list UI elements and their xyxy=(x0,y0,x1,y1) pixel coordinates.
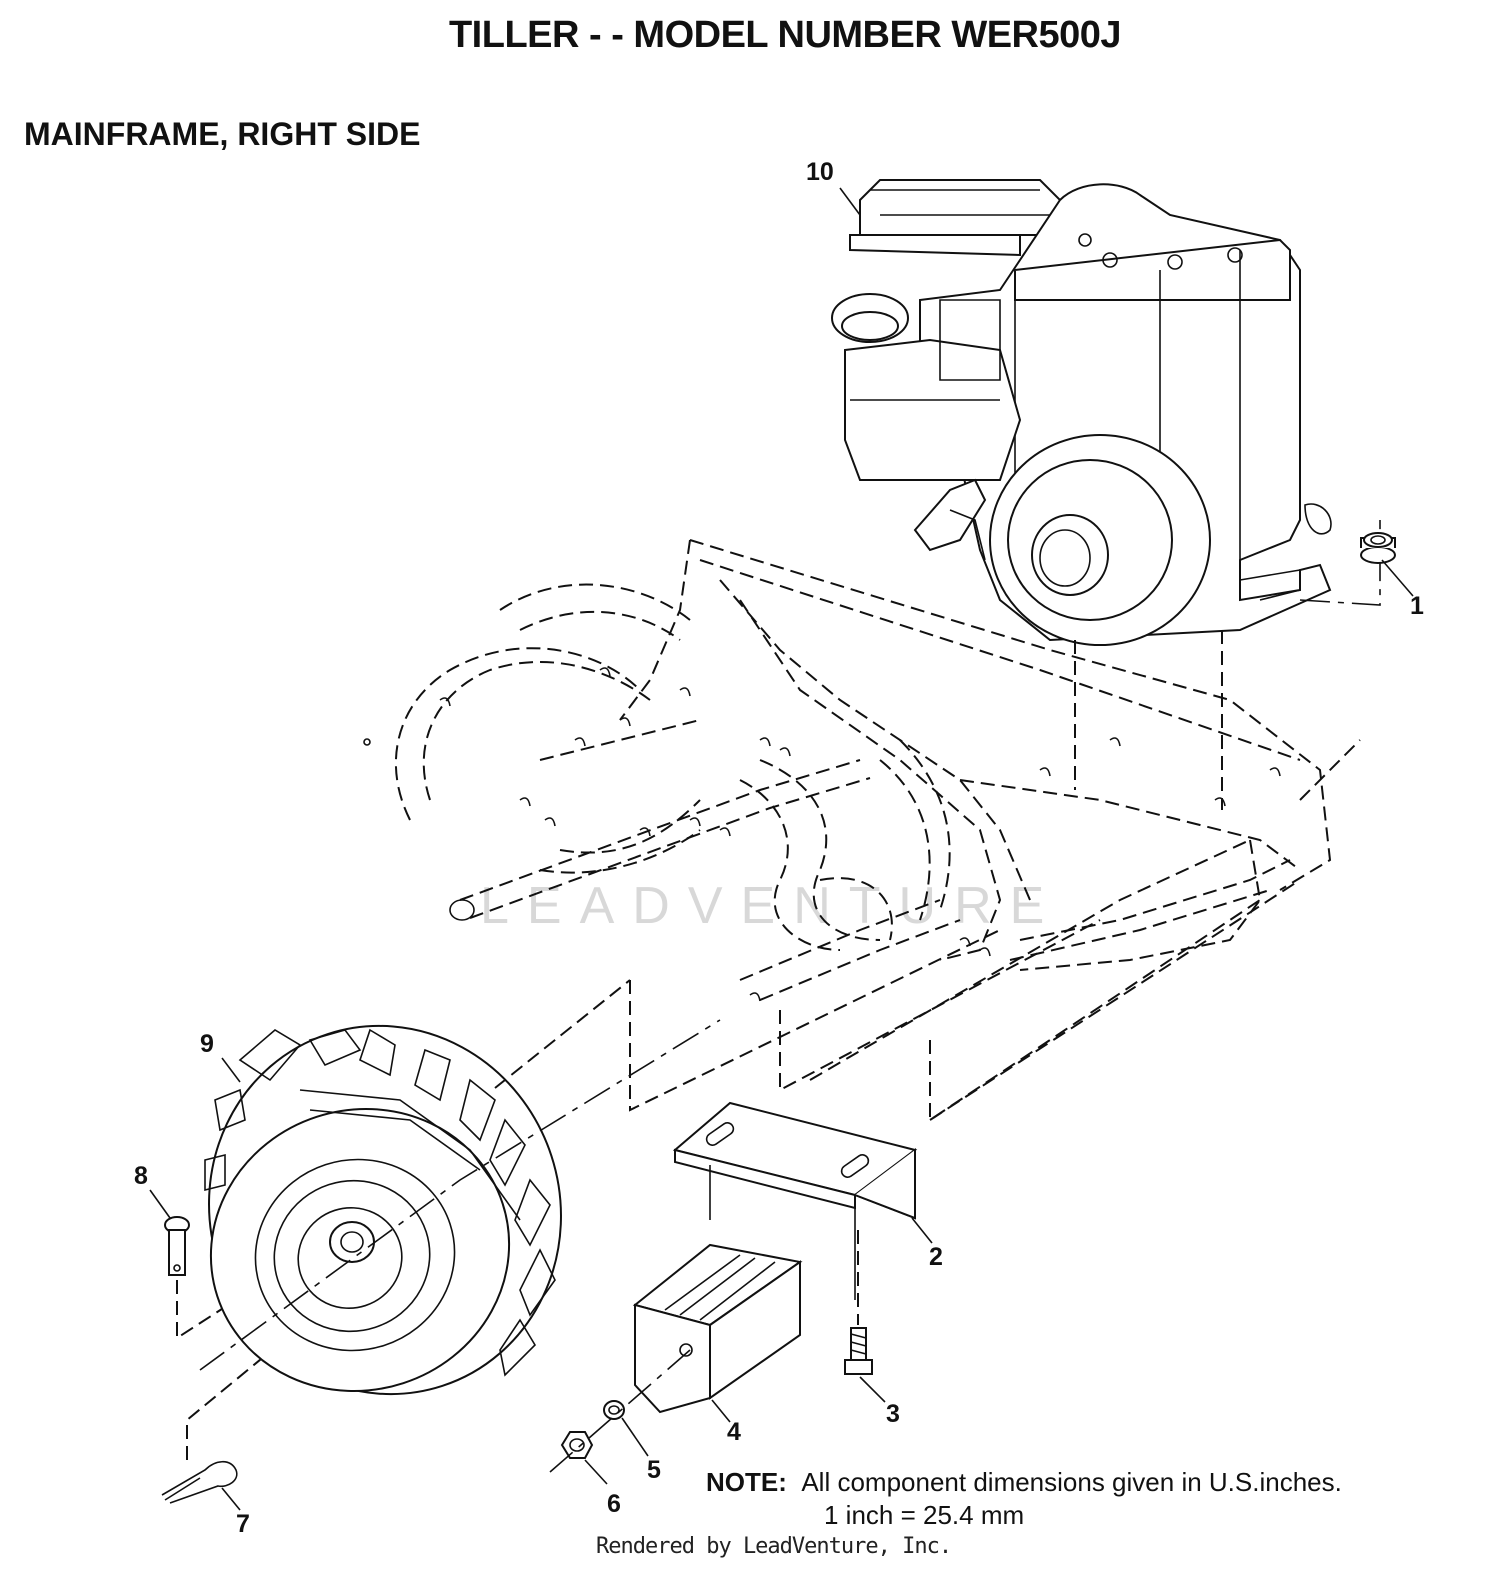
footer-credit: Rendered by LeadVenture, Inc. xyxy=(596,1534,952,1559)
callout-6: 6 xyxy=(607,1490,621,1518)
callout-2: 2 xyxy=(929,1243,943,1271)
hex-nut xyxy=(560,1431,594,1459)
dimension-note: NOTE: All component dimensions given in … xyxy=(706,1466,1342,1532)
callout-4: 4 xyxy=(727,1418,741,1446)
note-line-1: All component dimensions given in U.S.in… xyxy=(801,1467,1342,1497)
hairpin-cotter xyxy=(161,1349,273,1504)
mounting-bracket xyxy=(672,1101,918,1300)
engine xyxy=(831,179,1332,646)
callout-3: 3 xyxy=(886,1400,900,1428)
leader-lines xyxy=(149,187,1414,1511)
watermark: LEADVENTURE xyxy=(480,877,1063,935)
callout-1: 1 xyxy=(1410,592,1424,620)
callout-7: 7 xyxy=(236,1510,250,1538)
page-title: TILLER - - MODEL NUMBER WER500J xyxy=(448,14,1122,56)
hardware-axis xyxy=(549,1349,691,1473)
lock-washer xyxy=(603,1400,625,1420)
note-label: NOTE: xyxy=(706,1467,787,1497)
note-line-2: 1 inch = 25.4 mm xyxy=(824,1500,1025,1530)
flange-nut xyxy=(1360,532,1396,564)
callout-5: 5 xyxy=(647,1456,661,1484)
weight-block xyxy=(632,1243,803,1414)
mainframe-dashed-outline xyxy=(363,539,1361,1122)
section-title: MAINFRAME, RIGHT SIDE xyxy=(24,116,421,152)
callout-9: 9 xyxy=(200,1030,214,1058)
callout-10: 10 xyxy=(806,158,834,186)
wheel-tire xyxy=(204,1024,562,1396)
hex-bolt xyxy=(844,1230,873,1375)
frame-bolt-marks xyxy=(439,667,1281,1002)
callout-8: 8 xyxy=(134,1162,148,1190)
engine-mount-lines xyxy=(1074,520,1381,810)
axle-projection xyxy=(199,979,721,1371)
